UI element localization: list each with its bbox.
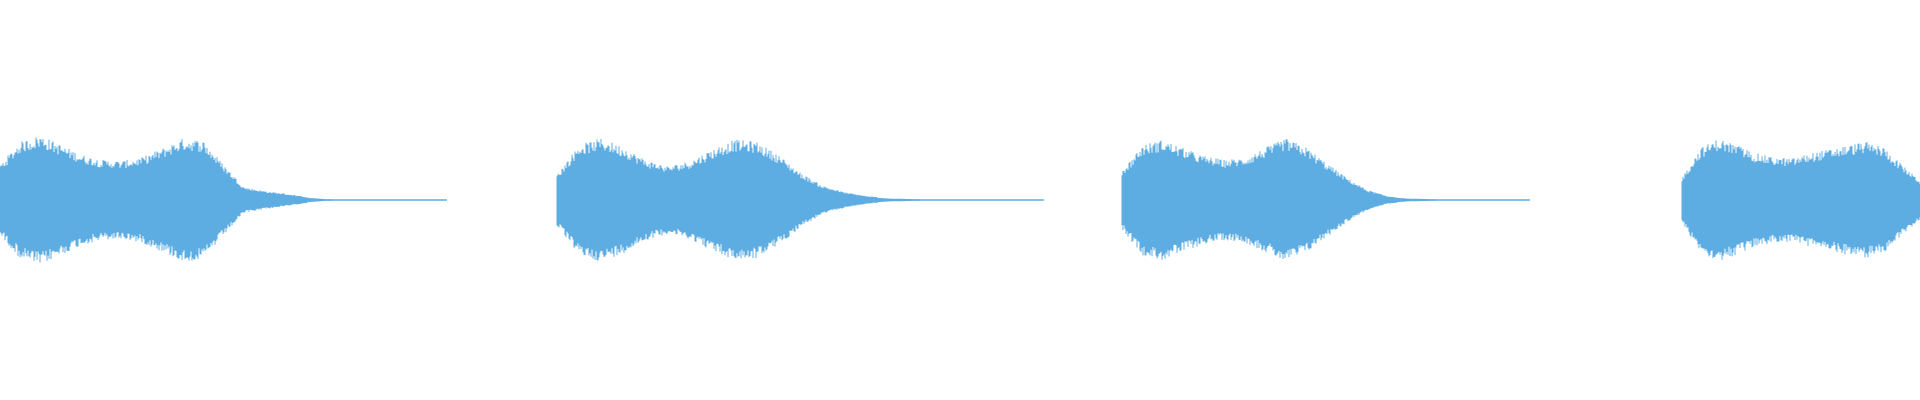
waveform-peaks bbox=[1681, 140, 1920, 260]
waveform-segment-4 bbox=[1681, 140, 1920, 260]
waveform-segment-1 bbox=[0, 137, 447, 263]
waveform-peaks bbox=[556, 139, 878, 261]
waveform-segment-3 bbox=[1121, 139, 1530, 260]
waveform-segment-2 bbox=[556, 139, 1044, 261]
waveform-peaks bbox=[1121, 139, 1397, 260]
waveform-peaks bbox=[0, 137, 308, 263]
